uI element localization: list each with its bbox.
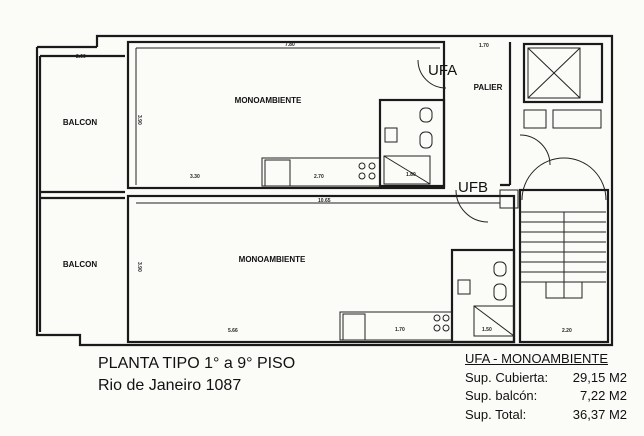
area-value: 29,15 M2 — [572, 369, 627, 385]
fridge-b — [342, 313, 366, 341]
dim-top-width: 7.80 — [285, 42, 295, 48]
dim-kitchen-b: 1.70 — [395, 327, 405, 333]
dim-shower-a: 1.80 — [406, 172, 416, 178]
area-label: Sup. balcón: — [465, 388, 538, 403]
bidet-b — [493, 261, 507, 277]
unit-a-walls — [126, 40, 446, 190]
room-label-monoambiente-b: MONOAMBIENTE — [239, 255, 306, 264]
dim-total-length: 10.65 — [318, 198, 331, 204]
shower-drain — [473, 305, 515, 337]
room-label-balcon-a: BALCON — [63, 118, 97, 127]
kitchen-counter-a — [261, 157, 381, 187]
dim-kitchen-a: 2.70 — [314, 174, 324, 180]
dim-depth-a: 3.90 — [136, 115, 142, 125]
room-label-monoambiente-a: MONOAMBIENTE — [235, 96, 302, 105]
door-stairs — [521, 157, 607, 201]
elevator-cross — [527, 47, 581, 99]
area-value: 36,37 M2 — [572, 406, 627, 422]
dim-front-a: 3.30 — [190, 174, 200, 180]
stair-core — [518, 188, 610, 344]
elevator-shaft — [522, 42, 604, 104]
bidet-a — [419, 107, 433, 123]
area-row: Sup. balcón: 7,22 M2 — [465, 387, 627, 406]
dim-stair-width: 2.20 — [562, 328, 572, 334]
stove-b — [433, 314, 450, 332]
unit-label-ufb: UFB — [458, 179, 488, 196]
room-label-palier: PALIER — [474, 83, 503, 92]
plan-title: PLANTA TIPO 1° a 9° PISO — [98, 355, 296, 372]
kitchen-counter-b — [339, 311, 453, 341]
elevator-car — [527, 47, 581, 99]
fridge-a — [264, 159, 291, 187]
bathroom-b — [450, 248, 516, 344]
shower-a — [383, 155, 431, 185]
plan-caption: PLANTA TIPO 1° a 9° PISO Rio de Janeiro … — [98, 353, 295, 397]
area-heading: UFA - MONOAMBIENTE — [465, 351, 609, 366]
area-label: Sup. Total: — [465, 406, 527, 422]
area-table: UFA - MONOAMBIENTE Sup. Cubierta: 29,15 M… — [465, 350, 627, 424]
balcony-walls — [38, 54, 125, 332]
stove-a — [358, 162, 376, 180]
door-stairs — [519, 134, 551, 166]
sink-a — [384, 127, 398, 143]
bathroom-a — [378, 98, 446, 188]
plan-address: Rio de Janeiro 1087 — [98, 377, 242, 394]
dim-shower-b: 1.50 — [482, 327, 492, 333]
door-ufb — [455, 189, 489, 223]
area-value: 7,22 M2 — [580, 388, 627, 403]
shower-drain — [383, 155, 431, 185]
sink-b — [457, 279, 471, 295]
palier-walls — [500, 42, 512, 187]
unit-label-ufa: UFA — [428, 62, 457, 79]
dim-palier-width: 1.70 — [479, 43, 489, 49]
stairs — [520, 211, 606, 299]
area-row: Sup. Total: 36,37 M2 — [465, 406, 627, 425]
outer-wall — [35, 34, 614, 347]
dim-balcony-width: 2.60 — [76, 54, 86, 60]
area-label: Sup. Cubierta: — [465, 369, 549, 385]
duct — [499, 189, 519, 209]
duct — [523, 109, 547, 129]
duct — [552, 109, 602, 129]
dim-front-b: 5.66 — [228, 328, 238, 334]
door-ufa — [417, 59, 447, 89]
unit-b-walls — [126, 194, 516, 344]
shower-b — [473, 305, 515, 337]
toilet-b — [493, 283, 507, 301]
area-row: Sup. Cubierta: 29,15 M2 — [465, 369, 627, 388]
room-label-balcon-b: BALCON — [63, 260, 97, 269]
dim-depth-b: 3.90 — [136, 262, 142, 272]
toilet-a — [419, 131, 433, 149]
